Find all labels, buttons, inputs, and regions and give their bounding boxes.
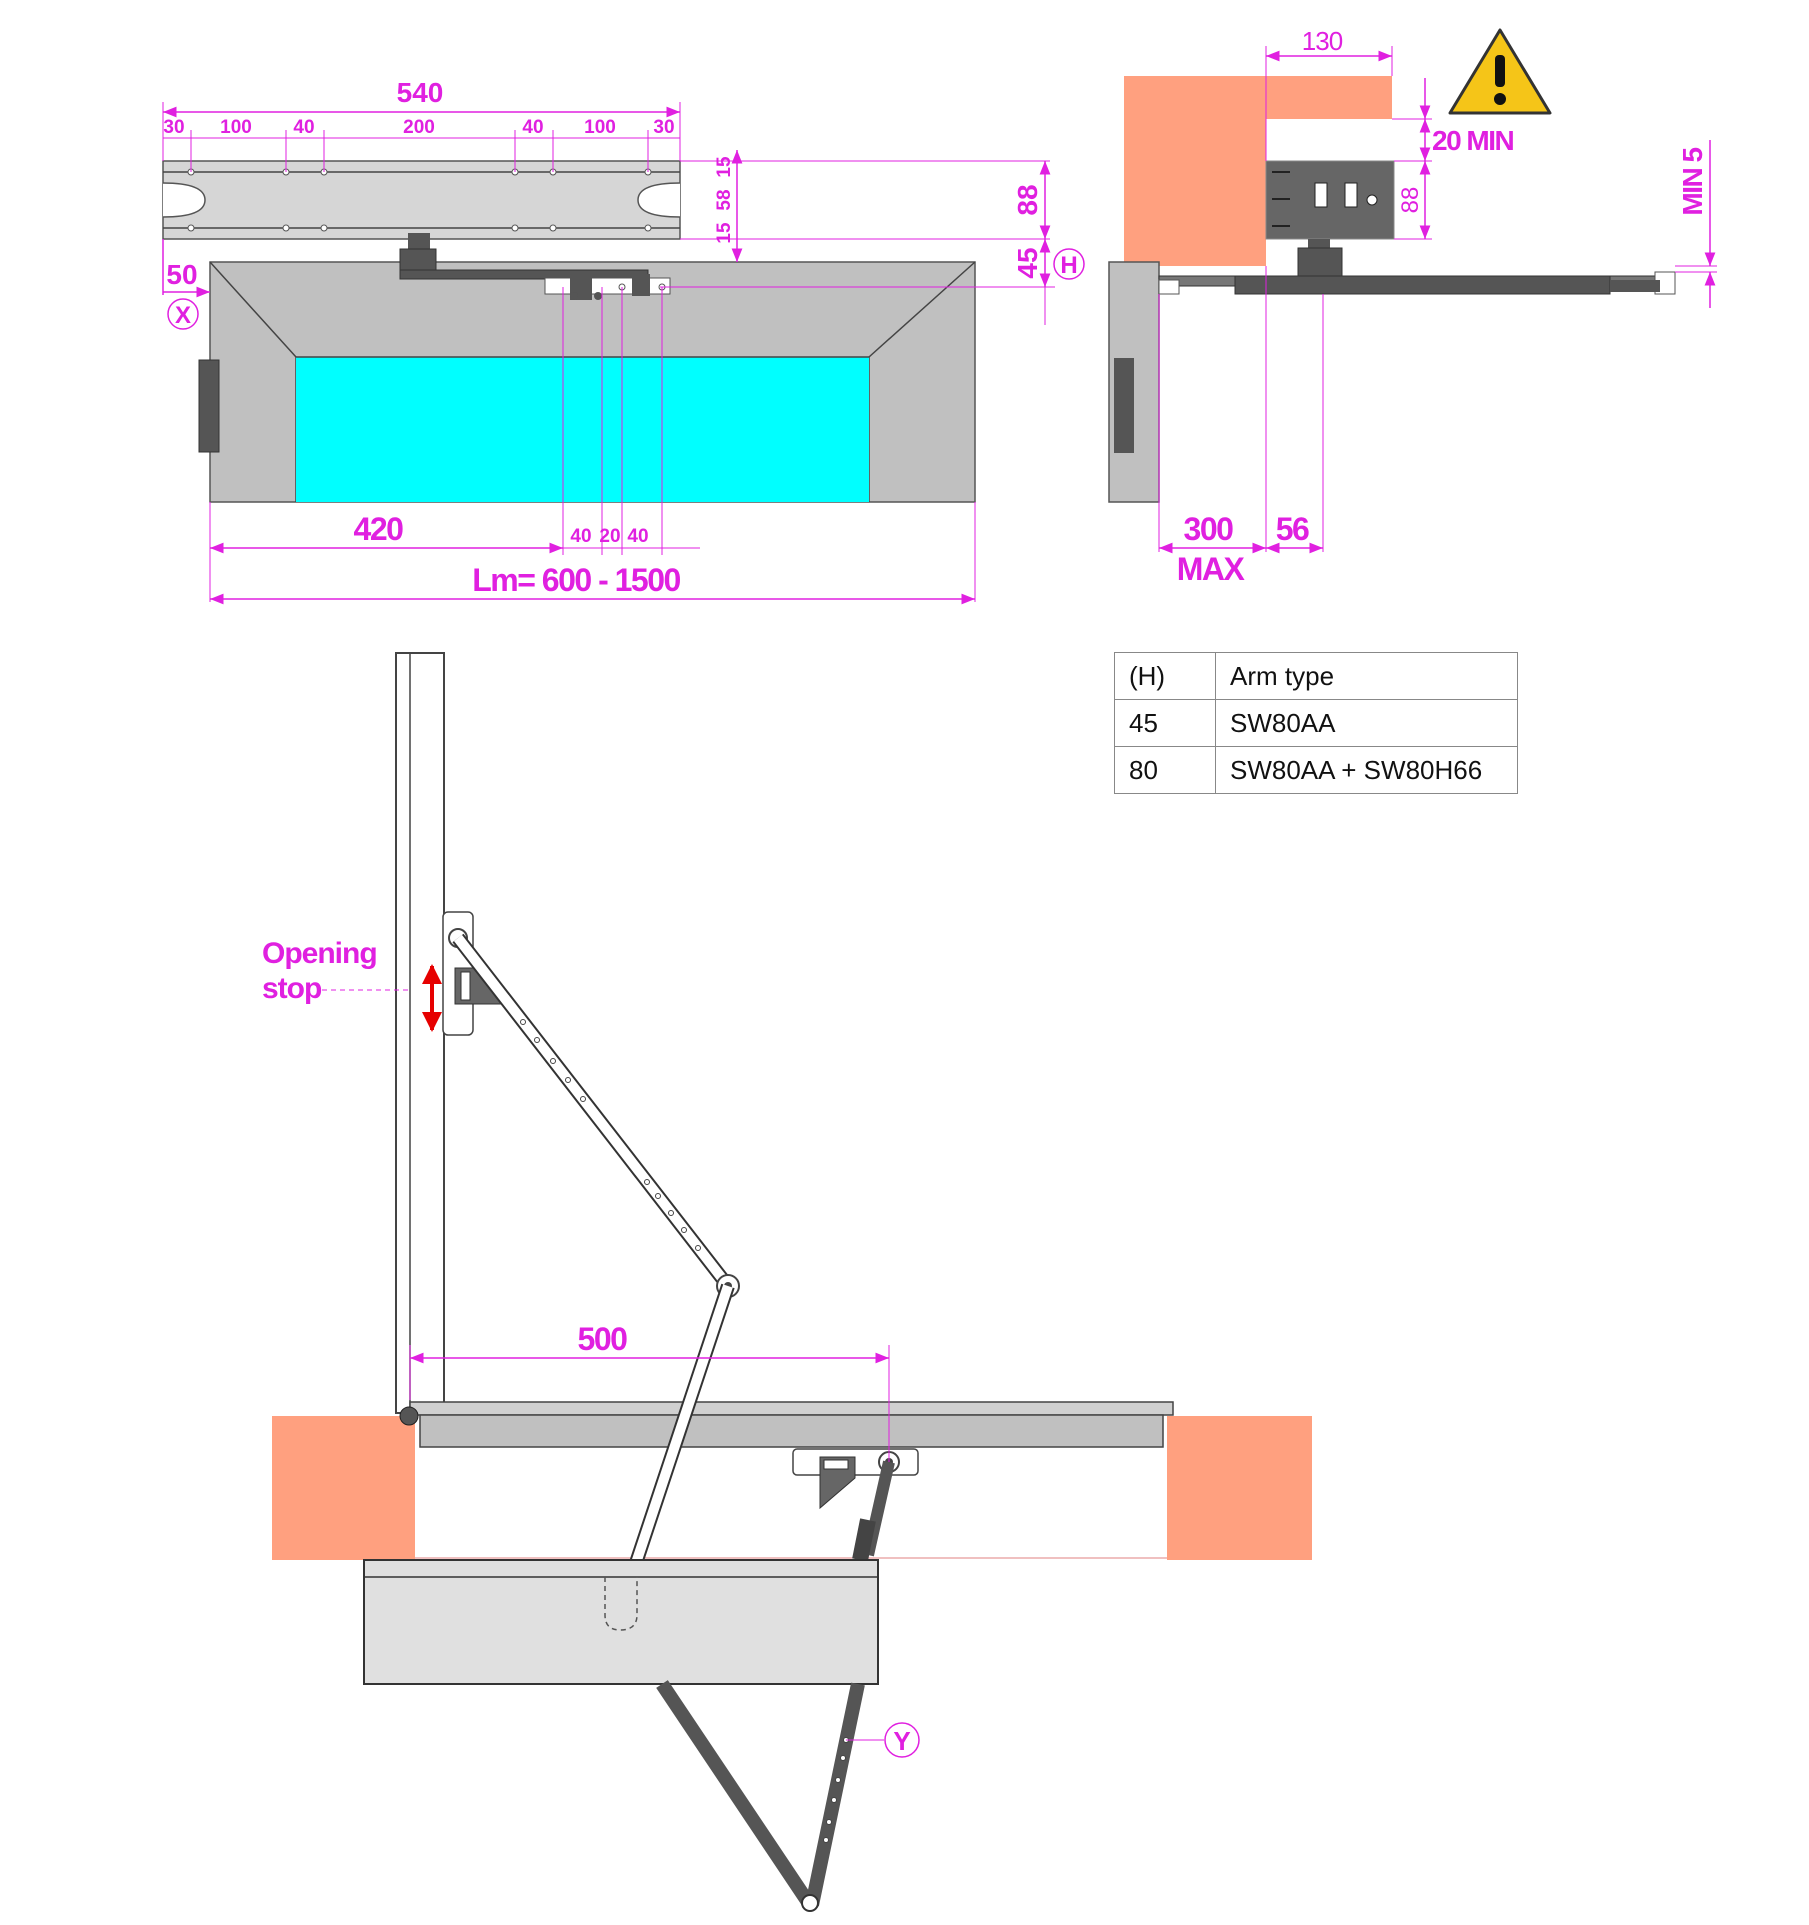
hang-arm-right — [805, 1682, 865, 1907]
dim-seg-5: 40 — [522, 117, 543, 138]
dim-seg-2: 100 — [220, 117, 252, 138]
section-view: Y Opening stop 500 — [262, 652, 1312, 1912]
dim-seg-3: 40 — [293, 117, 314, 138]
open-leaf — [395, 652, 445, 1414]
tag-x-circle — [167, 298, 199, 330]
table-header-arm-type: Arm type — [1215, 652, 1518, 700]
stop-label-line1: Opening — [262, 937, 377, 970]
dim-height-total: 88 — [1012, 184, 1043, 215]
dim-arm-position: 420 — [354, 511, 404, 547]
dim-body-height-side: 88 — [1397, 187, 1424, 214]
tag-x: X — [175, 302, 191, 329]
dim-leaf-width: Lm= 600 - 1500 — [472, 562, 680, 598]
wall-right — [1167, 1416, 1312, 1560]
front-view: 540 30 100 40 200 40 100 30 15 58 15 88 … — [162, 77, 1085, 605]
stop-label-line2: stop — [262, 972, 322, 1005]
spindle-side — [1297, 247, 1343, 278]
tag-y-circle — [884, 1722, 920, 1758]
dim-arm-reach-note: MAX — [1177, 551, 1246, 587]
dim-seg-1: 30 — [163, 117, 184, 138]
table-row: 80 SW80AA + SW80H66 — [1114, 746, 1518, 794]
dim-axis-offset: 56 — [1276, 511, 1309, 547]
tag-h-circle — [1053, 248, 1085, 280]
dim-height-part-2: 58 — [714, 189, 735, 210]
dim-overall-width: 540 — [397, 77, 444, 108]
dim-side-offset: 50 — [166, 259, 197, 290]
closer-box — [363, 1559, 879, 1685]
dim-seg-7: 30 — [653, 117, 674, 138]
tag-h: H — [1060, 252, 1077, 279]
dim-arm-reach: 300 — [1184, 511, 1234, 547]
pivot — [399, 1406, 419, 1426]
side-view: 130 20 MIN 88 MIN 5 300 MAX 56 — [1108, 26, 1717, 587]
dim-arm-offset: 45 — [1012, 247, 1043, 278]
table-row: 45 SW80AA — [1114, 699, 1518, 747]
arm-plate — [544, 277, 671, 295]
dim-plate-2: 20 — [599, 526, 620, 547]
hinge — [198, 359, 220, 453]
dim-min-gap: 20 MIN — [1432, 125, 1514, 156]
table-header-row: (H) Arm type — [1114, 652, 1518, 700]
frame-top — [409, 1401, 1174, 1416]
dim-seg-4: 200 — [403, 117, 435, 138]
dim-plate-3: 40 — [627, 526, 648, 547]
wall-left — [272, 1416, 415, 1560]
table-cell-h: 80 — [1114, 746, 1216, 794]
dim-top: 130 — [1302, 26, 1343, 56]
dim-height-part-1: 15 — [714, 156, 735, 178]
table-cell-arm: SW80AA + SW80H66 — [1215, 746, 1518, 794]
table-cell-h: 45 — [1114, 699, 1216, 747]
lintel-wall — [1124, 76, 1392, 266]
dim-min-right: MIN 5 — [1677, 147, 1708, 215]
table-header-h: (H) — [1114, 652, 1216, 700]
dim-plate-1: 40 — [570, 526, 591, 547]
dim-seg-6: 100 — [584, 117, 616, 138]
warning-icon — [1448, 28, 1552, 115]
frame-bottom — [419, 1414, 1164, 1448]
table-cell-arm: SW80AA — [1215, 699, 1518, 747]
dim-arm-distance: 500 — [578, 1321, 628, 1357]
tag-y: Y — [893, 1726, 910, 1756]
hang-arm-left — [656, 1680, 816, 1909]
arm-type-table: (H) Arm type 45 SW80AA 80 SW80AA + SW80H… — [1114, 652, 1518, 794]
dim-height-part-3: 15 — [714, 222, 735, 244]
glass-panel — [296, 357, 869, 502]
